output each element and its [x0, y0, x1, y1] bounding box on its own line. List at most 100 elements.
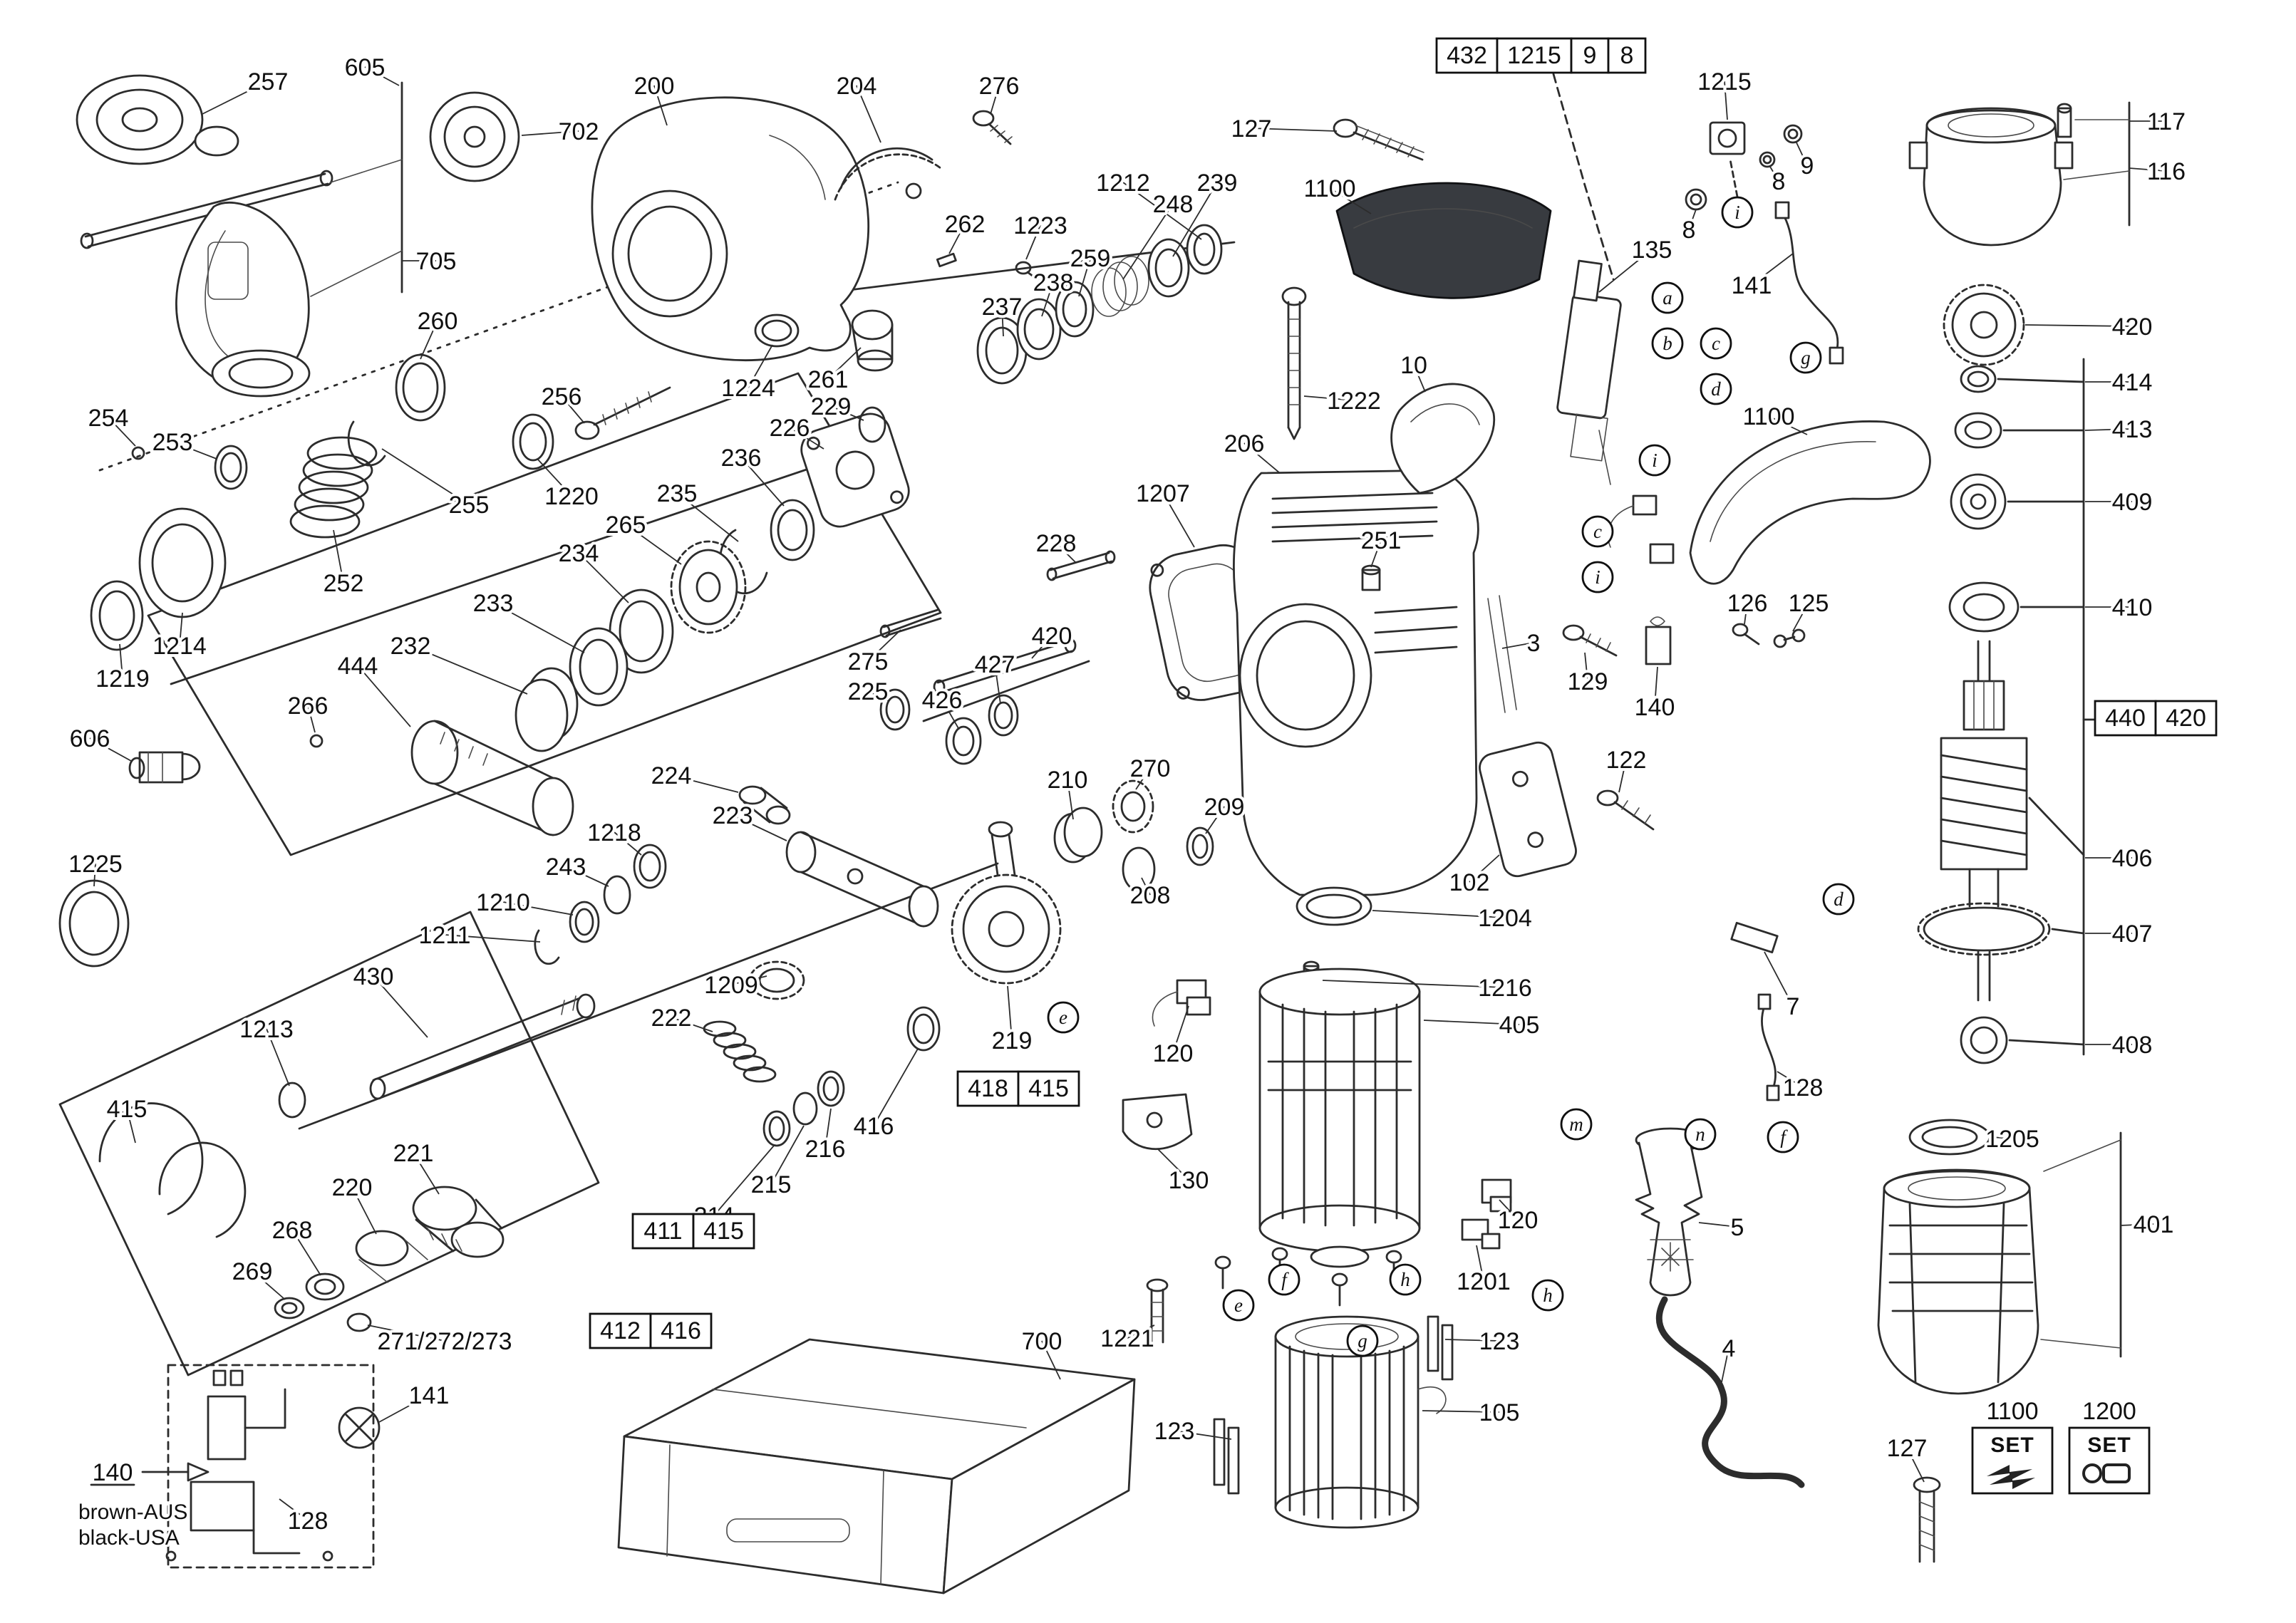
svg-text:140: 140 [93, 1459, 133, 1486]
part-callout-122: 122 [1603, 744, 1650, 777]
svg-text:1225: 1225 [68, 851, 123, 878]
clamp-415-drawing [98, 1102, 247, 1238]
part-callout-129: 129 [1565, 665, 1611, 698]
gears-220-221-drawing [274, 1186, 505, 1332]
leader-lines [89, 66, 2167, 1521]
part-callout-215: 215 [748, 1168, 795, 1201]
svg-text:232: 232 [391, 633, 431, 660]
part-callout-234: 234 [556, 537, 602, 570]
part-callout-105: 105 [1477, 1396, 1523, 1429]
part-callout-135: 135 [1629, 234, 1675, 266]
carabiner-icon [2082, 1463, 2131, 1483]
part-callout-221: 221 [391, 1137, 437, 1170]
svg-text:605: 605 [345, 54, 386, 81]
svg-text:606: 606 [70, 725, 110, 752]
part-callout-276: 276 [976, 70, 1023, 103]
footnotes: brown-AUS black-USA [76, 1498, 190, 1552]
svg-text:129: 129 [1568, 668, 1608, 695]
part-callout-1216: 1216 [1475, 972, 1535, 1005]
svg-text:221: 221 [393, 1140, 434, 1167]
svg-text:412: 412 [600, 1317, 641, 1344]
motor-screws-drawing [1146, 1247, 1402, 1344]
svg-text:9: 9 [1583, 42, 1597, 69]
part-callout-222: 222 [648, 1002, 695, 1035]
intermediate-shaft-drawing [278, 993, 596, 1119]
svg-text:251: 251 [1361, 527, 1402, 554]
svg-text:140: 140 [1635, 694, 1675, 721]
part-callout-420: 420 [2109, 311, 2156, 343]
svg-text:420: 420 [2166, 705, 2206, 732]
svg-text:266: 266 [288, 693, 329, 720]
part-callout-125: 125 [1786, 587, 1832, 620]
svg-text:1216: 1216 [1478, 975, 1532, 1002]
part-callout-141: 141 [1729, 269, 1775, 302]
part-callout-1218: 1218 [584, 816, 644, 849]
svg-text:268: 268 [272, 1217, 313, 1244]
part-callout-225: 225 [845, 675, 891, 708]
part-callout-406: 406 [2109, 842, 2156, 875]
part-callout-1224: 1224 [718, 372, 778, 405]
small-rings-left-drawing [58, 420, 386, 968]
ref-letter-f: f [1268, 1263, 1300, 1296]
part-callout-130: 130 [1166, 1164, 1212, 1197]
part-callout-238: 238 [1030, 266, 1077, 299]
svg-text:8: 8 [1772, 168, 1786, 195]
part-callout-1100: 1100 [1739, 400, 1797, 433]
svg-text:h: h [1543, 1285, 1553, 1306]
part-callout-10: 10 [1397, 349, 1430, 382]
part-callout-1215: 1215 [1695, 66, 1754, 98]
svg-text:1215: 1215 [1507, 42, 1561, 69]
screw-127-top-drawing [1333, 118, 1424, 161]
svg-text:e: e [1234, 1295, 1243, 1316]
svg-text:257: 257 [248, 68, 289, 95]
part-callout-605: 605 [342, 51, 388, 84]
part-callout-7: 7 [1784, 990, 1803, 1023]
part-callout-702: 702 [556, 115, 602, 148]
part-callout-4: 4 [1720, 1332, 1739, 1365]
part-callout-420: 420 [1029, 620, 1075, 653]
svg-text:120: 120 [1153, 1040, 1194, 1067]
set-label: SET [1990, 1433, 2034, 1457]
part-callout-262: 262 [942, 208, 988, 241]
svg-text:408: 408 [2112, 1032, 2153, 1059]
svg-text:1100: 1100 [1303, 175, 1355, 202]
part-callout-1225: 1225 [66, 848, 125, 881]
part-callout-1209: 1209 [701, 969, 761, 1002]
part-callout-1223: 1223 [1010, 209, 1070, 242]
ref-letter-i: i [1721, 196, 1754, 229]
nut-1215-washers-drawing [1685, 121, 1803, 211]
part-callout-266: 266 [285, 690, 331, 722]
svg-text:410: 410 [2112, 594, 2153, 621]
part-callout-120: 120 [1150, 1037, 1196, 1070]
part-callout-239: 239 [1194, 167, 1241, 199]
ref-letter-g: g [1346, 1324, 1379, 1357]
svg-text:1211: 1211 [418, 922, 470, 949]
part-callout-271/272/273: 271/272/273 [374, 1325, 514, 1358]
svg-text:418: 418 [968, 1075, 1008, 1102]
svg-text:102: 102 [1449, 869, 1490, 896]
part-callout-409: 409 [2109, 486, 2156, 519]
set-label: SET [2087, 1433, 2131, 1457]
svg-text:128: 128 [1783, 1074, 1824, 1101]
part-callout-415: 415 [104, 1093, 150, 1126]
spring-222-washers-drawing [703, 1006, 941, 1147]
top-cover-1100-drawing [1335, 182, 1552, 299]
part-callout-123: 123 [1477, 1325, 1523, 1358]
part-callout-116: 116 [2144, 155, 2188, 188]
part-callout-224: 224 [648, 759, 695, 792]
part-callout-1214: 1214 [150, 630, 210, 663]
washer-702-drawing [429, 91, 520, 182]
part-callout-705: 705 [413, 245, 460, 278]
part-callout-251: 251 [1358, 524, 1405, 557]
set-panel-1100: 1100 SET [1971, 1395, 2054, 1495]
ref-letter-i: i [1581, 561, 1614, 593]
svg-text:1214: 1214 [152, 633, 207, 660]
part-callout-253: 253 [150, 426, 196, 459]
svg-text:1215: 1215 [1697, 68, 1752, 95]
svg-text:1100: 1100 [1742, 403, 1794, 430]
part-callout-228: 228 [1033, 527, 1080, 560]
svg-text:m: m [1569, 1114, 1583, 1135]
pin-7-wire-128-drawing [1730, 921, 1780, 1101]
svg-text:1221: 1221 [1100, 1325, 1154, 1352]
